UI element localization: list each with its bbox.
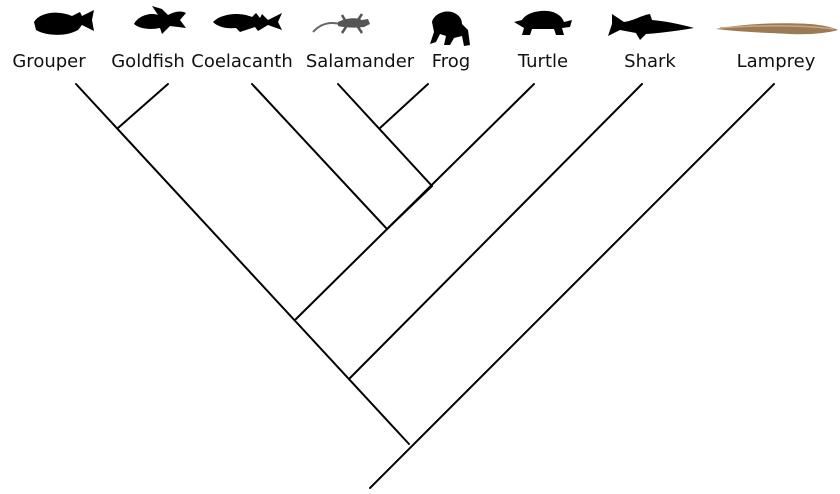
taxon-label-grouper: Grouper — [12, 51, 86, 72]
taxon-label-turtle: Turtle — [517, 51, 568, 72]
goldfish-silhouette-icon — [134, 6, 186, 34]
coelacanth-silhouette-icon — [213, 13, 282, 32]
frog-silhouette-icon — [430, 11, 470, 46]
taxon-label-shark: Shark — [624, 51, 676, 72]
shark-silhouette-icon — [608, 14, 694, 40]
branch-coelacanth — [251, 83, 388, 230]
lamprey-photo-icon — [716, 23, 838, 35]
branch-lamprey-to-root — [369, 83, 775, 489]
taxon-label-salamander: Salamander — [306, 51, 415, 72]
branch-grouper — [75, 83, 410, 445]
taxon-label-lamprey: Lamprey — [737, 51, 816, 72]
taxon-label-frog: Frog — [432, 51, 471, 72]
turtle-silhouette-icon — [514, 10, 572, 35]
taxon-label-coelacanth: Coelacanth — [191, 51, 293, 72]
salamander-silhouette-icon — [312, 13, 370, 34]
grouper-silhouette-icon — [34, 10, 94, 35]
taxon-label-goldfish: Goldfish — [111, 51, 185, 72]
branch-goldfish — [117, 83, 169, 129]
branch-salamander — [337, 83, 433, 187]
branch-turtle — [295, 83, 535, 320]
branch-shark — [349, 83, 643, 379]
branch-frog — [379, 83, 429, 129]
